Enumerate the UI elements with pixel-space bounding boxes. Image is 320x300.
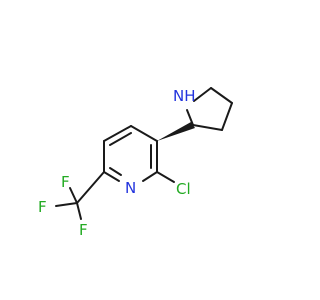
bond-c4p-c3p — [221, 102, 233, 131]
bond-c4-c5 — [103, 125, 132, 142]
atom-label-f-left: F — [38, 198, 47, 216]
atom-label-n-pyrrolidine: NH — [173, 87, 196, 105]
bond-c5p-c4p — [210, 87, 233, 104]
molecule-diagram: NH N Cl F F F — [38, 87, 233, 239]
bonds — [55, 87, 233, 220]
bond-c6-n1-inner — [109, 167, 122, 176]
bond-c-f-bottom — [76, 202, 82, 220]
bond-c2-cl — [156, 171, 175, 183]
bond-c4-c5-inner — [109, 132, 132, 146]
atom-label-f-top: F — [61, 173, 70, 191]
atom-label-n-pyridine: N — [125, 179, 136, 197]
wedge-bond-stereo — [157, 122, 195, 141]
bond-c-f-top — [69, 187, 78, 204]
atom-label-cl: Cl — [176, 180, 191, 198]
bond-c-f-left — [55, 202, 78, 207]
bond-c3p-c2p — [192, 124, 223, 131]
atom-label-f-bottom: F — [79, 221, 88, 239]
bond-n-c5p — [193, 87, 212, 102]
bond-c2p-n — [186, 109, 194, 126]
bond-c6-n1 — [103, 171, 120, 182]
bond-c6-cf3 — [76, 171, 105, 204]
bond-n1-c2 — [142, 171, 158, 182]
bond-c3-c4 — [130, 125, 158, 142]
